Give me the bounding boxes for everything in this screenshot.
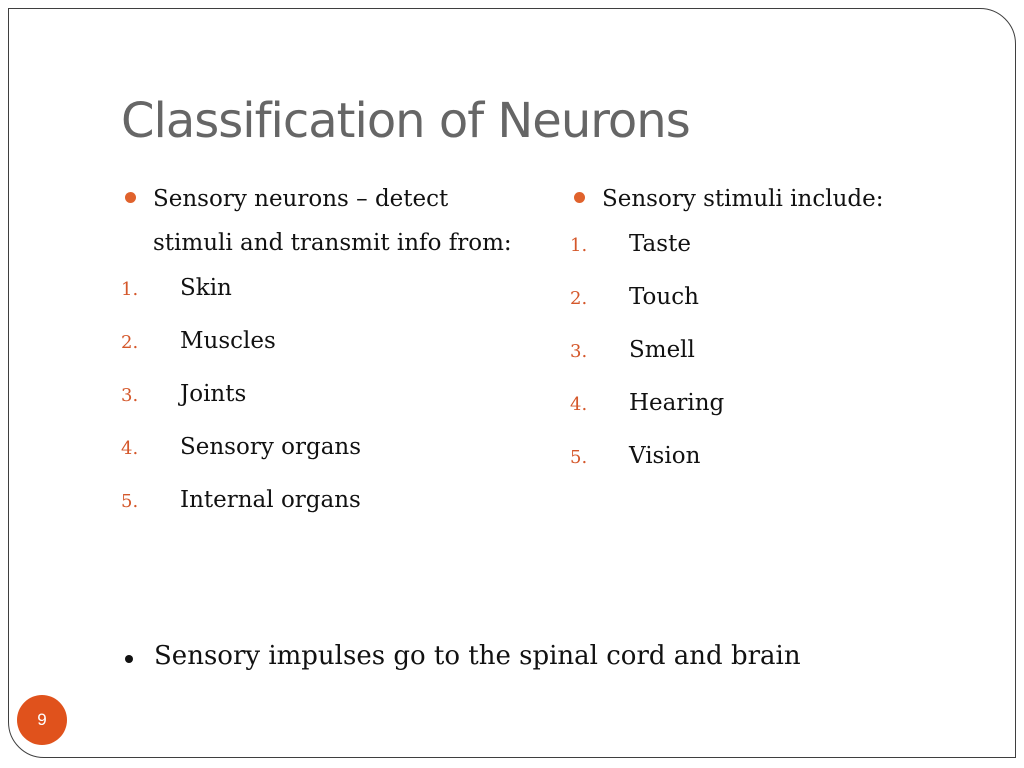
list-number: 3. — [121, 385, 139, 406]
bottom-bullet: Sensory impulses go to the spinal cord a… — [121, 641, 801, 671]
list-number: 1. — [570, 235, 588, 256]
list-item: 4. Sensory organs — [121, 432, 521, 485]
slide-title: Classification of Neurons — [121, 93, 691, 149]
list-item: 3. Joints — [121, 379, 521, 432]
list-item: 2. Muscles — [121, 326, 521, 379]
list-number: 4. — [121, 438, 139, 459]
list-item: 5. Vision — [570, 441, 970, 494]
list-item-text: Sensory organs — [180, 434, 362, 460]
bottom-bullet-text: Sensory impulses go to the spinal cord a… — [154, 641, 801, 671]
bullet-dot-icon — [574, 192, 585, 203]
left-numbered-list: 1. Skin 2. Muscles 3. Joints 4. Sensory … — [121, 273, 521, 538]
list-number: 1. — [121, 279, 139, 300]
list-number: 5. — [121, 491, 139, 512]
left-column: Sensory neurons – detect stimuli and tra… — [121, 177, 521, 538]
list-item: 4. Hearing — [570, 388, 970, 441]
list-number: 3. — [570, 341, 588, 362]
left-bullet: Sensory neurons – detect stimuli and tra… — [121, 177, 521, 265]
list-item: 1. Skin — [121, 273, 521, 326]
right-bullet: Sensory stimuli include: — [570, 177, 970, 221]
page-number-badge: 9 — [17, 695, 67, 745]
list-item-text: Touch — [629, 284, 699, 310]
list-item: 5. Internal organs — [121, 485, 521, 538]
left-bullet-text: Sensory neurons – detect stimuli and tra… — [153, 186, 512, 256]
slide: Classification of Neurons Sensory neuron… — [8, 8, 1016, 758]
list-item-text: Vision — [629, 443, 701, 469]
list-item-text: Muscles — [180, 328, 276, 354]
right-column: Sensory stimuli include: 1. Taste 2. Tou… — [570, 177, 970, 494]
bullet-dot-icon — [125, 192, 136, 203]
bullet-dot-icon — [125, 655, 133, 663]
list-item-text: Smell — [629, 337, 695, 363]
list-item-text: Joints — [180, 381, 247, 407]
right-numbered-list: 1. Taste 2. Touch 3. Smell 4. Hearing 5.… — [570, 229, 970, 494]
list-number: 2. — [570, 288, 588, 309]
list-item-text: Internal organs — [180, 487, 361, 513]
list-number: 5. — [570, 447, 588, 468]
list-item-text: Skin — [180, 275, 232, 301]
list-item: 3. Smell — [570, 335, 970, 388]
list-number: 2. — [121, 332, 139, 353]
right-bullet-text: Sensory stimuli include: — [602, 186, 884, 212]
list-item-text: Taste — [629, 231, 691, 257]
list-item-text: Hearing — [629, 390, 725, 416]
list-item: 2. Touch — [570, 282, 970, 335]
list-number: 4. — [570, 394, 588, 415]
list-item: 1. Taste — [570, 229, 970, 282]
